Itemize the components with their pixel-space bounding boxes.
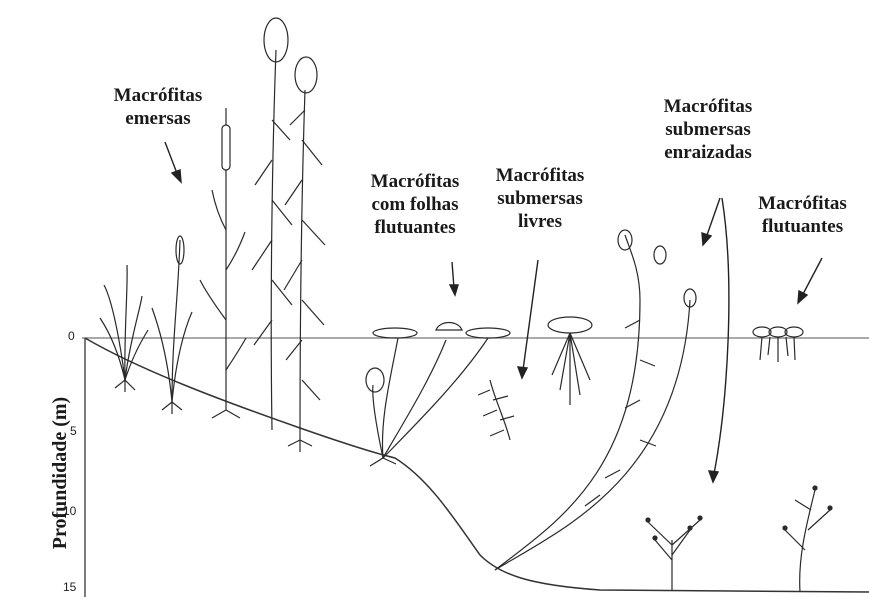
rooted-submerged-bush-b: [783, 486, 832, 592]
label-line: submersas: [648, 118, 768, 141]
label-line: com folhas: [345, 193, 485, 216]
label-line: Macrófitas: [480, 164, 600, 187]
free-submerged-plant: [478, 380, 514, 440]
label-line: enraizadas: [648, 141, 768, 164]
label-line: Macrófitas: [345, 170, 485, 193]
rosette-floating-plant: [548, 317, 592, 405]
arrow-submersas-livres: [518, 260, 538, 378]
label-macrofitas-submersas-livres: Macrófitas submersas livres: [480, 164, 600, 233]
label-line: flutuantes: [740, 215, 865, 238]
label-macrofitas-submersas-enraizadas: Macrófitas submersas enraizadas: [648, 95, 768, 164]
emergent-tall-flower-plant-a: [252, 18, 292, 430]
label-line: Macrófitas: [740, 192, 865, 215]
emergent-spike-plant: [152, 236, 192, 414]
arrow-flutuantes: [798, 258, 822, 303]
depth-axis-label: Profundidade (m): [49, 363, 75, 583]
arrow-emersas: [165, 142, 181, 182]
label-line: Macrófitas: [648, 95, 768, 118]
label-line: submersas: [480, 187, 600, 210]
emergent-grass-plant: [100, 265, 148, 392]
label-macrofitas-flutuantes: Macrófitas flutuantes: [740, 192, 865, 238]
emergent-tall-flower-plant-b: [284, 57, 325, 452]
rooted-submerged-bush-a: [646, 516, 702, 590]
label-macrofitas-folhas-flutuantes: Macrófitas com folhas flutuantes: [345, 170, 485, 239]
rooted-submerged-tall-plant: [495, 230, 696, 570]
arrow-submersas-enraizadas: [702, 198, 729, 482]
label-line: livres: [480, 210, 600, 233]
floating-leaved-plant: [366, 323, 510, 467]
lake-bottom-profile: [85, 338, 869, 592]
free-floating-plants: [753, 327, 803, 362]
label-line: flutuantes: [345, 216, 485, 239]
label-line: Macrófitas: [88, 84, 228, 107]
label-line: emersas: [88, 107, 228, 130]
label-macrofitas-emersas: Macrófitas emersas: [88, 84, 228, 130]
emergent-cattail-plant: [200, 108, 246, 418]
depth-tick-0: 0: [68, 329, 75, 343]
arrow-folhas-flutuantes: [450, 262, 458, 295]
